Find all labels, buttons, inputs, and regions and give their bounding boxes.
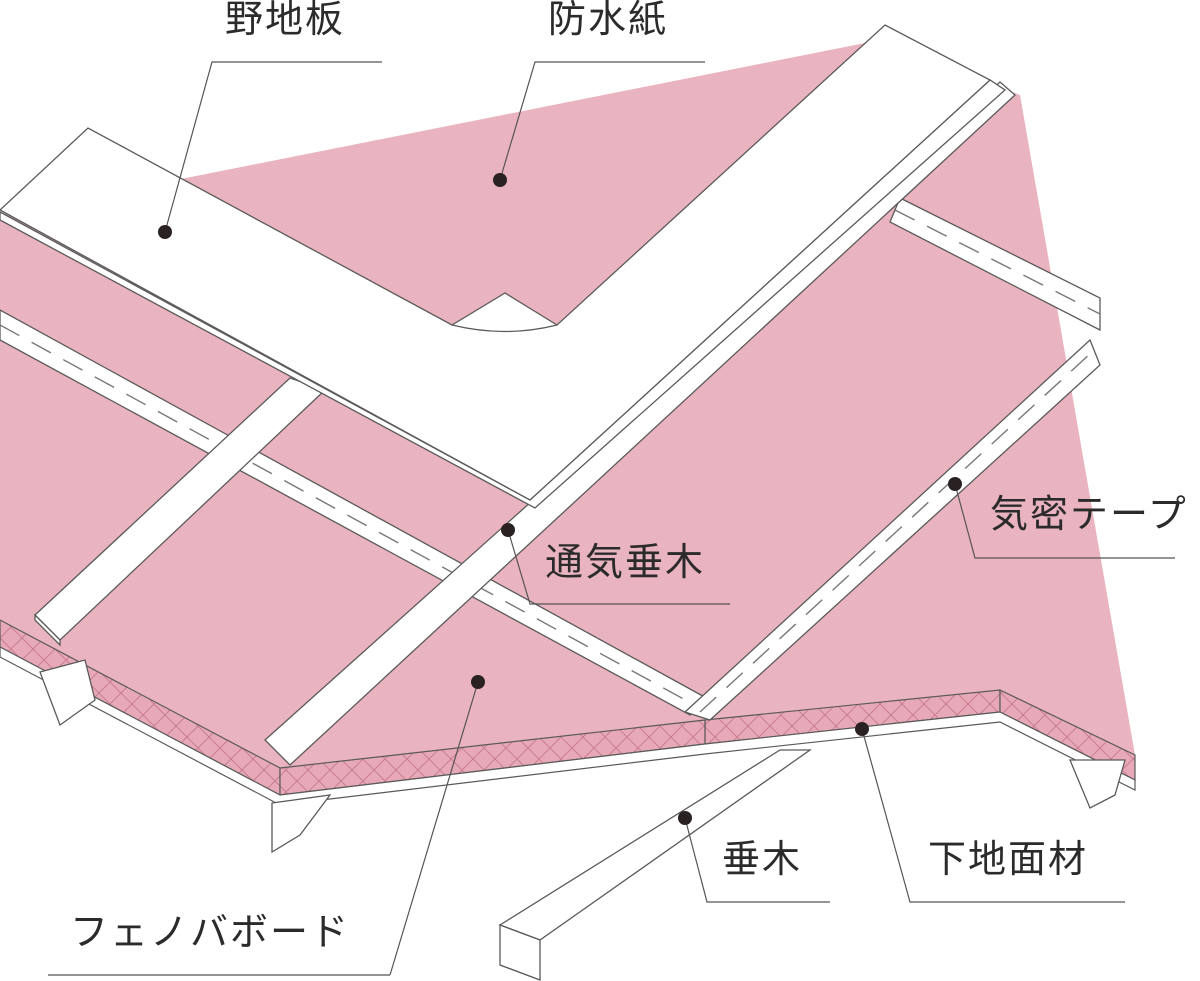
tape-dot bbox=[948, 477, 962, 491]
sheathing-dot bbox=[158, 225, 172, 239]
rafter-dot bbox=[678, 811, 692, 825]
label-taruki: 垂木 bbox=[722, 837, 802, 881]
paper-fold-curl bbox=[451, 324, 558, 333]
label-nojiita: 野地板 bbox=[225, 0, 345, 41]
paper-dot bbox=[493, 173, 507, 187]
label-kimitsu-tape: 気密テープ bbox=[990, 492, 1188, 536]
substrate-dot bbox=[855, 722, 869, 736]
label-tsuuki-taruki: 通気垂木 bbox=[545, 540, 705, 584]
substrate-panel-edge bbox=[0, 646, 1136, 806]
leader-lines bbox=[48, 61, 1175, 976]
phenol-board-dot bbox=[471, 675, 485, 689]
vent-battens bbox=[34, 81, 1101, 766]
label-bousuishi: 防水紙 bbox=[548, 0, 668, 41]
lower-rafters bbox=[39, 659, 1126, 981]
label-shitaji-menzai: 下地面材 bbox=[928, 837, 1088, 881]
vent-rafter-dot bbox=[501, 523, 515, 537]
label-phenol-board: フェノバボード bbox=[70, 910, 350, 954]
